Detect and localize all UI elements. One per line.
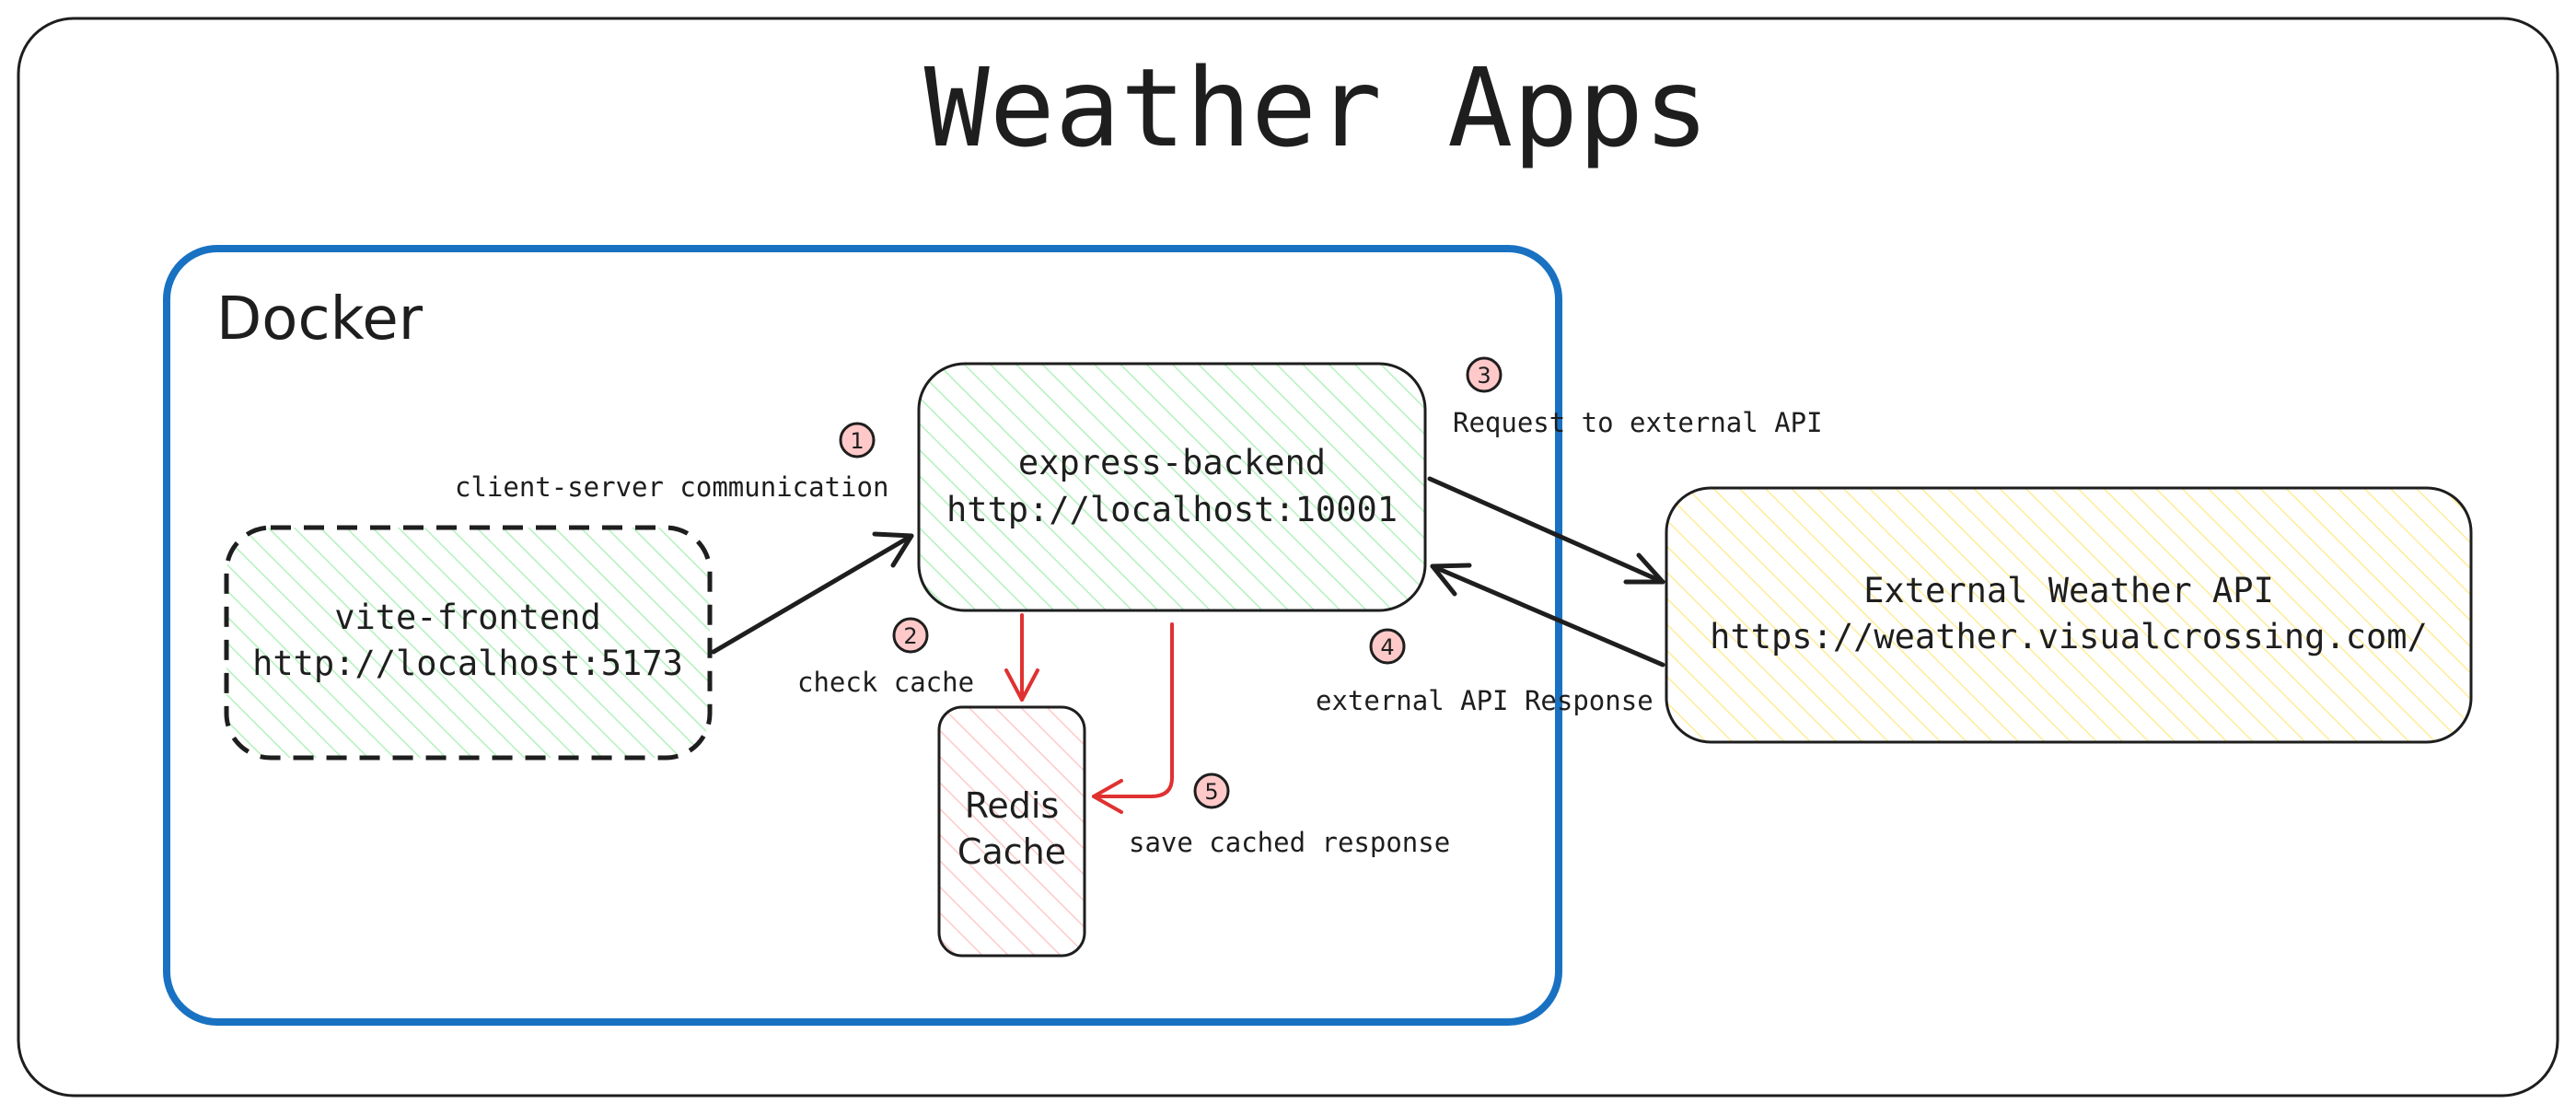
edge-save-cache: 5 save cached response: [1092, 622, 1450, 858]
outer-frame: [17, 17, 2559, 1098]
step-badge-3: [1466, 356, 1503, 393]
frontend-name: vite-frontend: [334, 598, 601, 637]
edge-external-response: 4 external API Response: [1316, 563, 1665, 716]
backend-url: http://localhost:10001: [946, 490, 1398, 529]
external-url: https://weather.visualcrossing.com/: [1710, 617, 2428, 656]
docker-label: Docker: [216, 285, 424, 354]
step-number-4: 4: [1380, 634, 1394, 660]
edge-label-1: client-server communication: [455, 471, 888, 503]
diagram-title: Weather Apps: [924, 44, 1710, 171]
node-express-backend: express-backend http://localhost:10001: [917, 362, 1427, 612]
redis-line1: Redis: [965, 785, 1060, 826]
edge-label-4: external API Response: [1316, 685, 1654, 716]
external-name: External Weather API: [1863, 571, 2274, 610]
step-number-3: 3: [1477, 363, 1491, 389]
node-redis-cache: Redis Cache: [937, 705, 1086, 958]
edge-client-server: 1 client-server communication: [455, 422, 914, 655]
edge-label-5: save cached response: [1129, 827, 1450, 858]
redis-line2: Cache: [957, 831, 1066, 872]
node-external-weather-api: External Weather API https://weather.vis…: [1665, 486, 2473, 744]
step-badge-4: [1369, 628, 1406, 665]
frontend-url: http://localhost:5173: [252, 644, 683, 683]
step-badge-2: [892, 617, 929, 654]
edge-request-external: 3 Request to external API: [1427, 356, 1823, 585]
edge-check-cache: 2 check cache: [797, 613, 1039, 702]
backend-name: express-backend: [1018, 443, 1326, 482]
node-vite-frontend: vite-frontend http://localhost:5173: [224, 525, 713, 761]
step-badge-1: [839, 422, 876, 459]
step-badge-5: [1193, 772, 1230, 809]
step-number-1: 1: [850, 428, 864, 454]
edge-label-2: check cache: [797, 667, 974, 698]
step-number-2: 2: [903, 623, 917, 649]
edge-label-3: Request to external API: [1453, 407, 1823, 438]
step-number-5: 5: [1204, 779, 1218, 805]
docker-container: [163, 245, 1562, 1026]
